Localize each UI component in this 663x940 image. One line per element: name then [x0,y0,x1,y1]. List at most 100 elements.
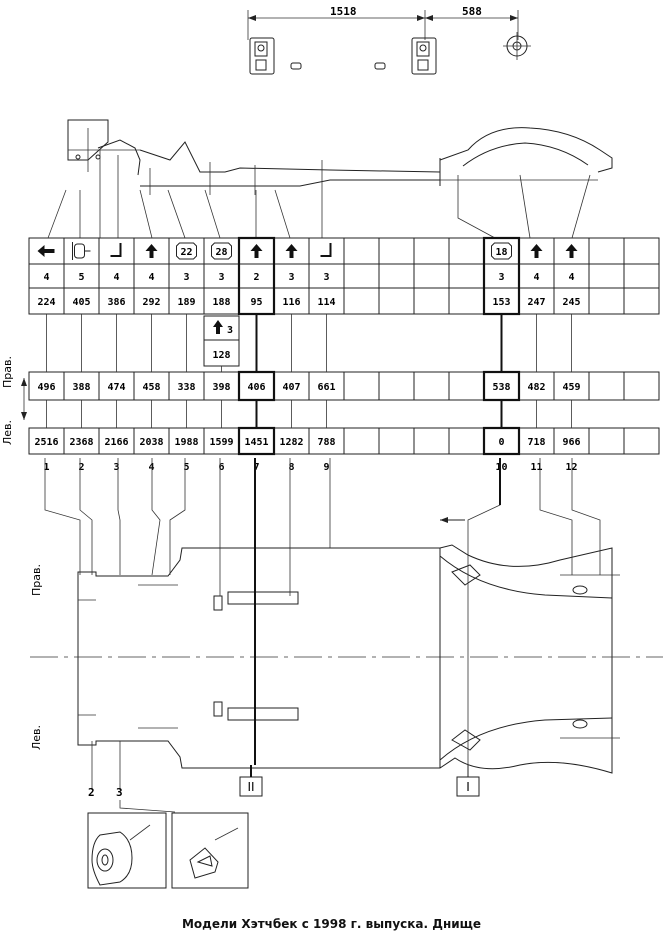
caption: Модели Хэтчбек с 1998 г. выпуска. Днище [181,917,482,931]
top-dimension-group: 1518 588 [247,5,531,75]
left-value-14: 718 [527,437,545,448]
offset-cell-3: 292 [142,297,160,308]
offset-cell-0: 224 [37,297,55,308]
count-cell-7: 3 [288,272,294,283]
left-value-13: 0 [498,437,504,448]
table1-cell [378,263,415,289]
point-number-10: 10 [495,462,507,473]
table1-cell [588,287,625,315]
table2-cell [238,371,275,401]
left-value-5: 1599 [209,437,233,448]
offset-cell-8: 114 [317,297,335,308]
table1-cell [203,237,240,265]
table1-cell [343,287,380,315]
table1-cell [63,237,100,265]
extra-arrow-icon [213,320,223,334]
badge-number-4: 22 [180,247,192,258]
right-value-15: 459 [562,382,580,393]
count-cell-0: 4 [43,272,49,283]
icon-arrow-up-15-icon [565,244,578,258]
right-value-0: 496 [37,382,55,393]
table1-cell [98,287,135,315]
right-value-6: 406 [247,382,265,393]
icon-arrow-up-14-icon [530,244,543,258]
left-value-15: 966 [562,437,580,448]
table1-cell [343,237,380,265]
table2-cell [623,371,660,401]
table2-cell [378,371,415,401]
table3-cell [203,427,240,455]
table1-cell [63,287,100,315]
extra-value: 128 [212,350,230,361]
table1-cell [343,263,380,289]
table1-cell [273,237,310,265]
table1-cell [98,237,135,265]
underbody-plan [30,544,663,774]
table2-cell [553,371,590,401]
icon-arrow-up-7-icon [285,244,298,258]
point-number-5: 5 [183,462,189,473]
icon-28-5-icon: 28 [211,242,232,260]
right-value-5: 398 [212,382,230,393]
point-number-1: 1 [43,462,49,473]
table1-cell [588,237,625,265]
count-cell-2: 4 [113,272,119,283]
table3-cell [343,427,380,455]
table1-cell [623,287,660,315]
left-value-6: 1451 [244,437,268,448]
table1-cell [553,287,590,315]
table1-cell [448,287,485,315]
detail-point-3: 3 [116,786,123,799]
count-cell-8: 3 [323,272,329,283]
table1-cell [623,263,660,289]
table3-cell [623,427,660,455]
table1-cell [28,263,65,289]
point-number-8: 8 [288,462,294,473]
icon-bracket-2-icon [110,243,122,257]
offset-cell-6: 95 [250,297,262,308]
offset-cell-7: 116 [282,297,300,308]
dimension-588: 588 [462,5,482,18]
table3-cell [98,427,135,455]
left-value-1: 2368 [69,437,93,448]
table1-cell [308,263,345,289]
offset-cell-1: 405 [72,297,90,308]
table2-cell [588,371,625,401]
icon-arrow-up-6-icon [250,244,263,258]
count-cell-3: 4 [148,272,154,283]
point-number-11: 11 [530,462,542,473]
table1-cell [413,237,450,265]
offset-cell-14: 247 [527,297,545,308]
icon-22-4-icon: 22 [176,242,197,260]
point-number-2: 2 [78,462,84,473]
table3-cell [378,427,415,455]
badge-number-5: 28 [215,247,227,258]
icon-18-13-icon: 18 [491,242,512,260]
count-cell-13: 3 [498,272,504,283]
table3-cell [413,427,450,455]
count-cell-15: 4 [568,272,574,283]
side-label-left: Лев. [1,420,14,445]
table2-cell [343,371,380,401]
table-icons-values: 4224540543864292223189283188295311631141… [28,236,660,316]
point-number-6: 6 [218,462,224,473]
leader-lines-top [47,150,591,239]
count-cell-5: 3 [218,272,224,283]
table1-cell [133,263,170,289]
side-label-right: Прав. [1,356,14,388]
section-ii-label: II [247,780,254,794]
icon-arrow-up-3-icon [145,244,158,258]
right-value-4: 338 [177,382,195,393]
left-value-0: 2516 [34,437,58,448]
left-value-4: 1988 [174,437,198,448]
table3-cell [588,427,625,455]
count-cell-1: 5 [78,272,84,283]
table2-cell [413,371,450,401]
right-value-8: 661 [317,382,335,393]
count-cell-14: 4 [533,272,539,283]
plan-label-right: Прав. [30,564,43,596]
right-value-13: 538 [492,382,510,393]
section-i-label: I [466,780,470,794]
